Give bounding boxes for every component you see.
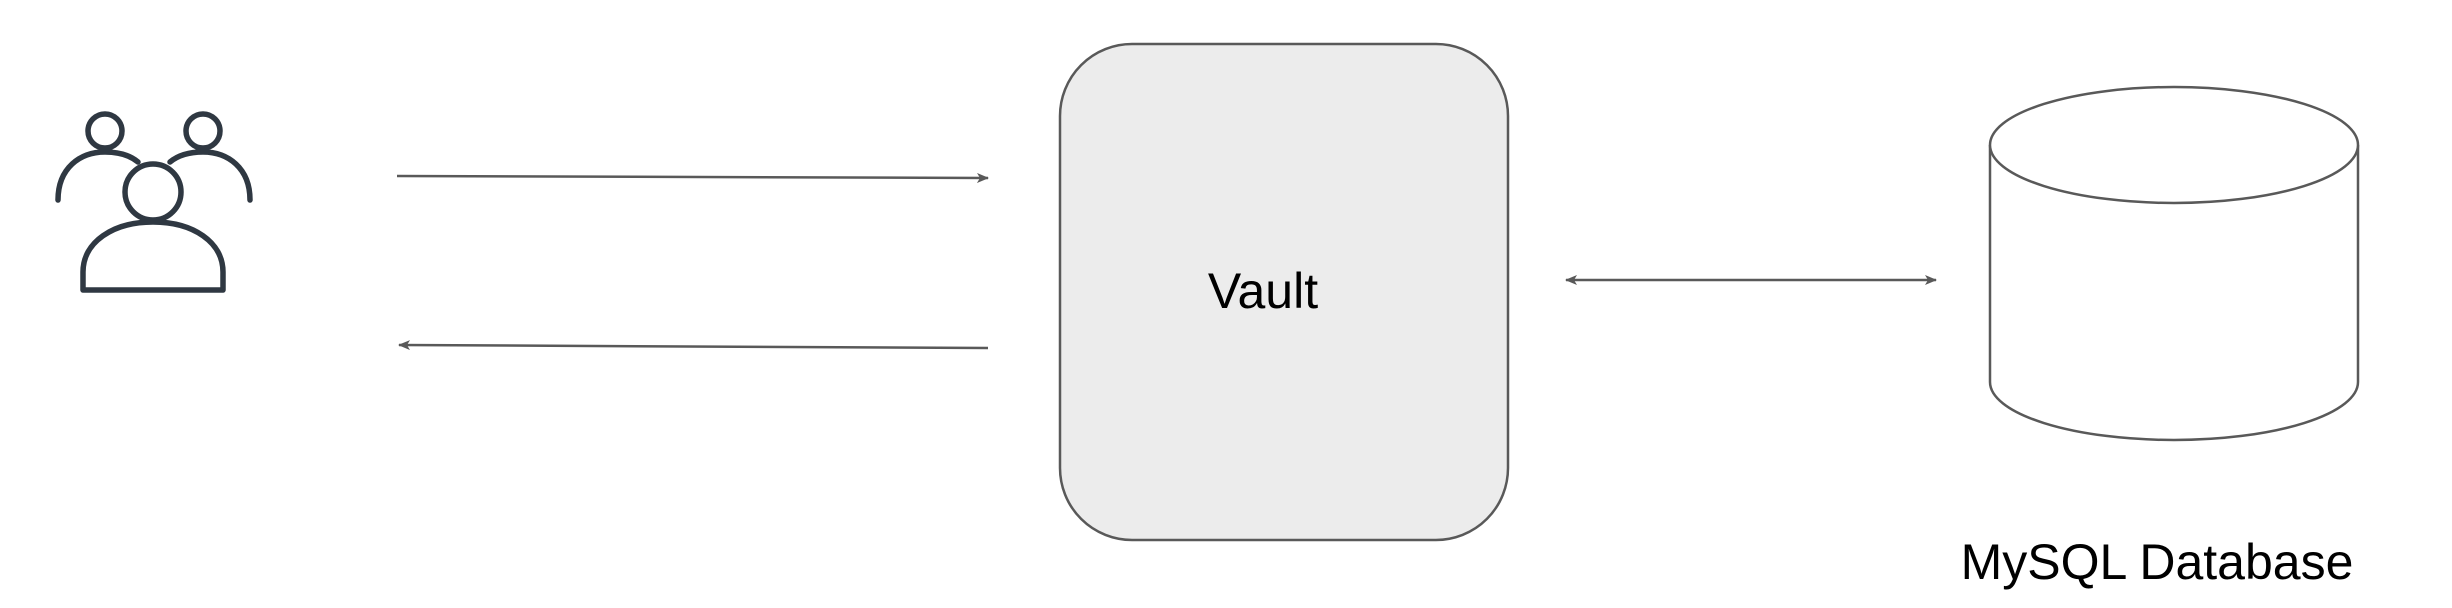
database-cylinder-icon <box>1988 85 2360 442</box>
vault-node[interactable]: Vault <box>1058 42 1510 542</box>
vault-label: Vault <box>1208 263 1318 319</box>
user-icon-front <box>80 161 226 293</box>
database-label: MySQL Database <box>1961 534 2354 590</box>
vault-box <box>1058 42 1510 542</box>
user-icon-left <box>55 111 141 203</box>
request-arrow <box>396 172 989 183</box>
user-icon-right <box>167 111 253 203</box>
users-group-icon <box>55 111 253 293</box>
database-node[interactable]: MySQL Database <box>1961 85 2360 590</box>
response-arrow <box>398 340 989 351</box>
